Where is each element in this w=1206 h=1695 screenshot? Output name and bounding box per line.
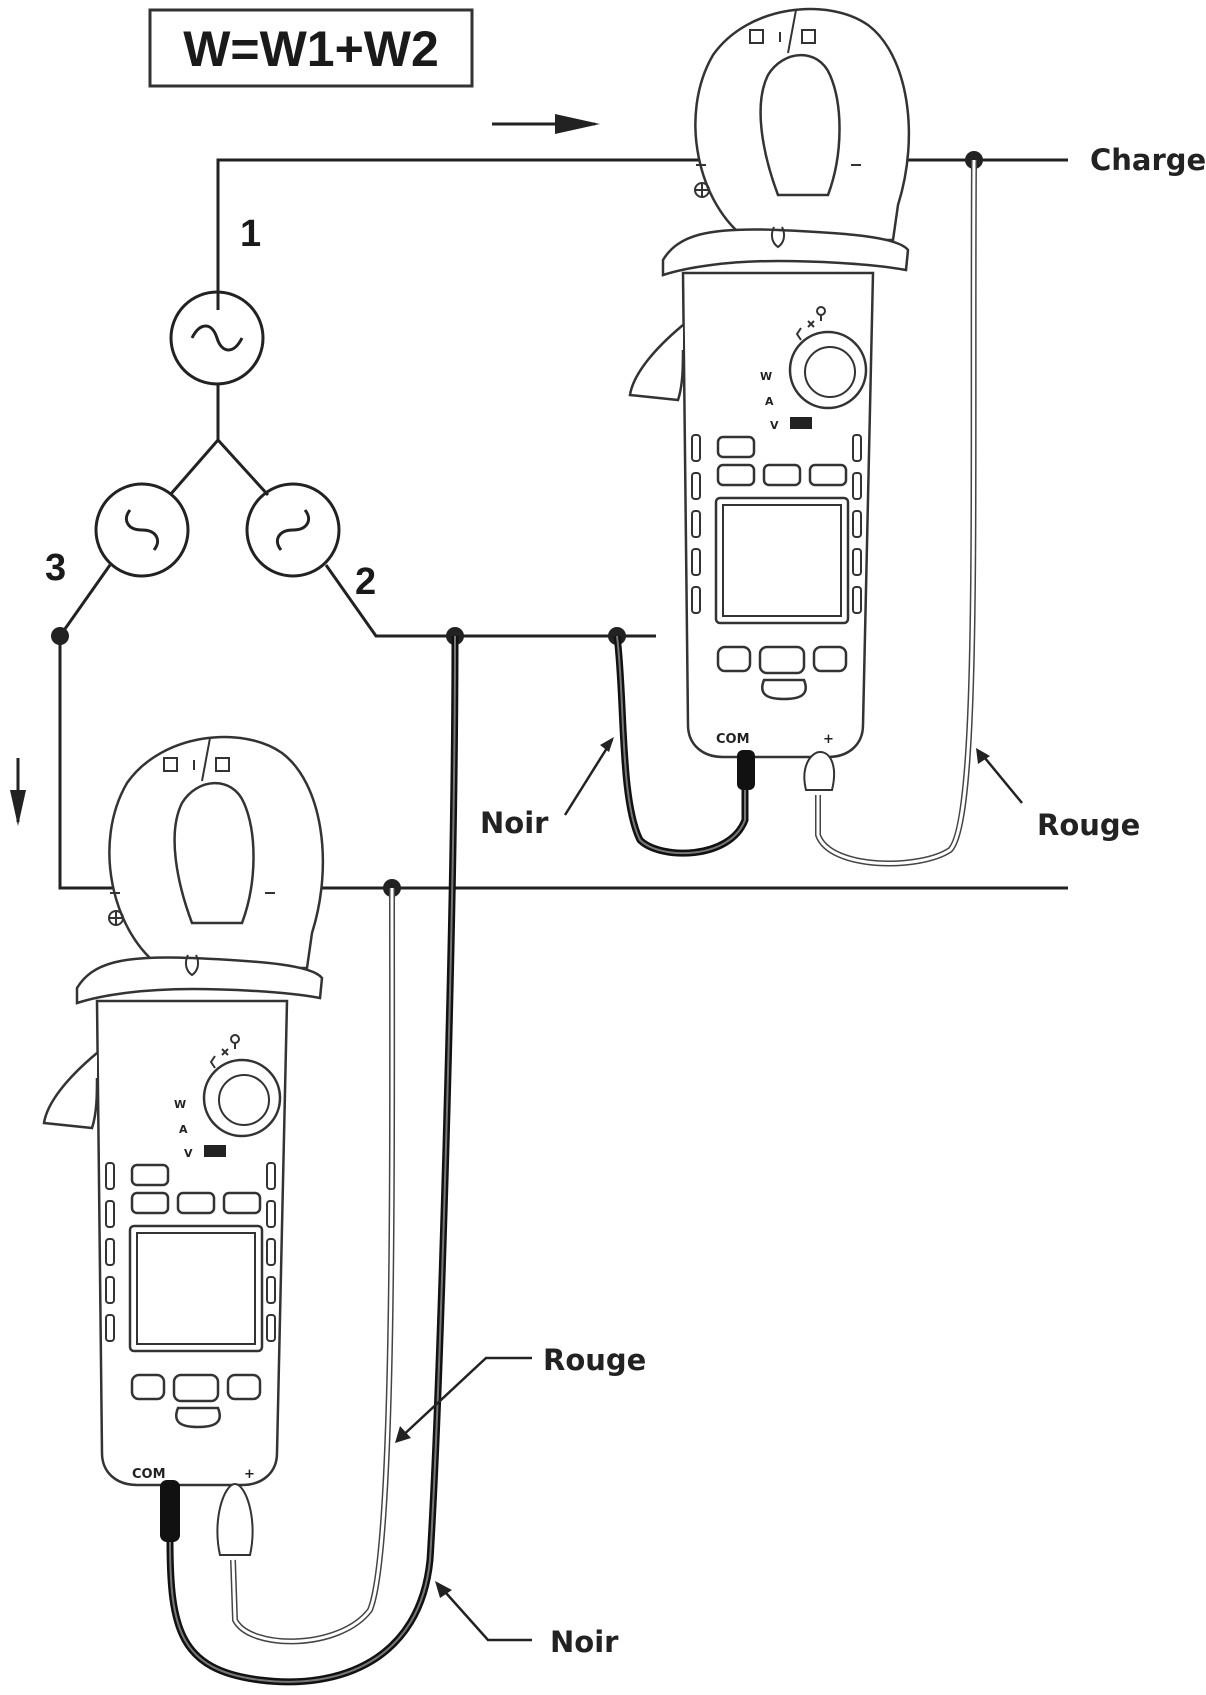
dial-a-top: A bbox=[765, 395, 774, 408]
rouge-bottom-label: Rouge bbox=[543, 1343, 646, 1377]
callout-rouge-top: Rouge bbox=[976, 748, 1140, 842]
noir-bottom-label: Noir bbox=[550, 1625, 619, 1659]
formula-box: W=W1+W2 bbox=[148, 8, 474, 88]
formula-title: W=W1+W2 bbox=[183, 21, 439, 77]
top-meter-leads bbox=[613, 159, 977, 867]
bottom-meter-leads bbox=[160, 635, 459, 1686]
charge-label: Charge bbox=[1090, 143, 1206, 177]
plus-jack-label-top: + bbox=[823, 732, 834, 747]
dial-a-bottom: A bbox=[179, 1123, 188, 1136]
dial-v-bottom: V bbox=[184, 1147, 193, 1160]
com-jack-label-top: COM bbox=[716, 732, 750, 747]
callout-noir-top: Noir bbox=[480, 737, 614, 840]
source-3 bbox=[94, 482, 190, 578]
source-2 bbox=[245, 482, 341, 578]
dial-w-bottom: W bbox=[174, 1098, 186, 1111]
dial-v-top: V bbox=[770, 419, 779, 432]
rouge-top-label: Rouge bbox=[1037, 808, 1140, 842]
clamp-meter-top: COM + W A V bbox=[628, 7, 911, 759]
callout-rouge-bottom: Rouge bbox=[395, 1343, 646, 1443]
callout-noir-bottom: Noir bbox=[435, 1581, 619, 1659]
dial-w-top: W bbox=[760, 370, 772, 383]
node-1-label: 1 bbox=[240, 213, 261, 255]
current-arrow-top bbox=[492, 114, 600, 134]
plus-jack-label-bottom: + bbox=[244, 1467, 255, 1482]
current-arrow-left bbox=[10, 758, 26, 826]
clamp-meter-bottom: COM + W A V bbox=[42, 735, 325, 1487]
node-3-label: 3 bbox=[45, 547, 66, 589]
noir-top-label: Noir bbox=[480, 806, 549, 840]
com-jack-label-bottom: COM bbox=[132, 1467, 166, 1482]
node-2-label: 2 bbox=[355, 561, 376, 603]
